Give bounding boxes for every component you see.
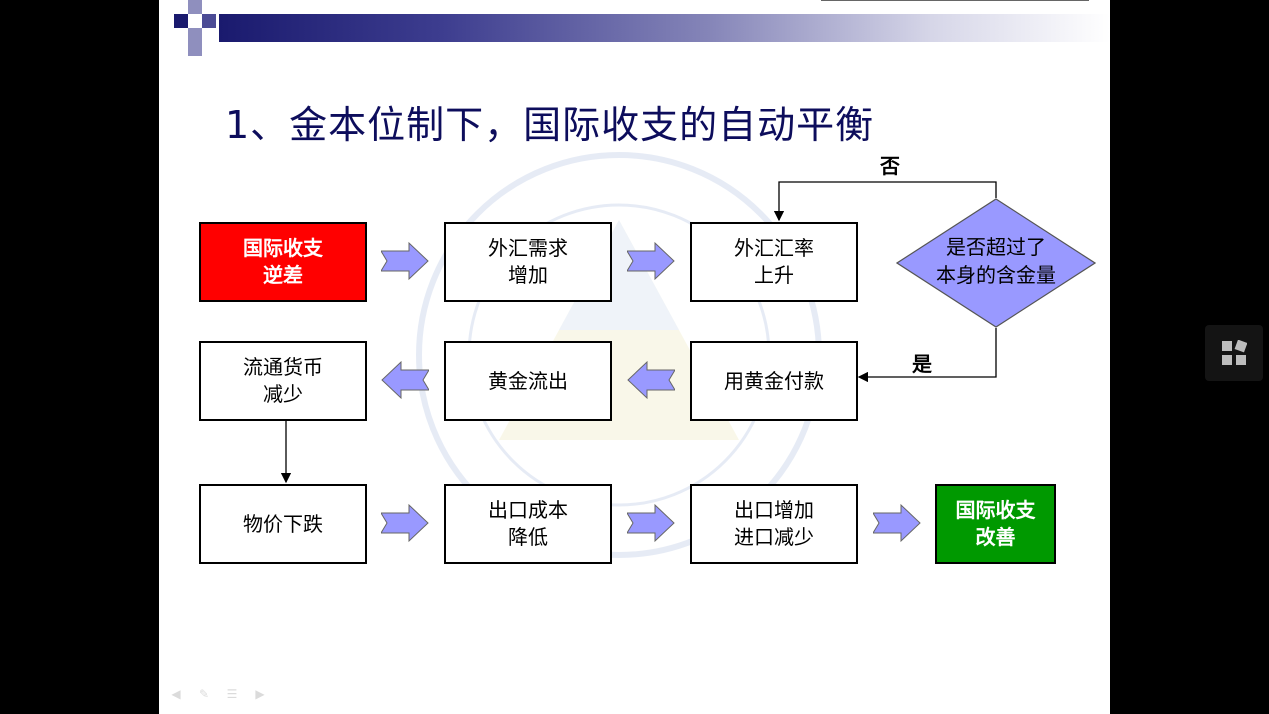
header-rule xyxy=(821,0,1089,1)
right-arrow-icon xyxy=(381,503,429,543)
no-label: 否 xyxy=(880,154,900,178)
decision-label: 是否超过了 本身的含金量 xyxy=(936,235,1056,287)
apps-grid-icon xyxy=(1222,340,1247,365)
logo-square xyxy=(188,42,202,56)
slide: 1、金本位制下，国际收支的自动平衡 国际收支 逆差 外汇需求 增加 外汇汇率 上… xyxy=(159,0,1110,714)
logo-square xyxy=(174,14,188,28)
right-arrow-icon xyxy=(627,241,675,281)
floating-apps-button[interactable] xyxy=(1205,325,1263,381)
flow-connectors xyxy=(280,181,997,484)
logo-square xyxy=(188,0,202,14)
yes-label: 是 xyxy=(912,352,932,376)
arrow-left-icon[interactable]: ◀ xyxy=(171,687,181,701)
flow-box: 出口成本 降低 xyxy=(444,484,612,564)
left-arrow-icon xyxy=(627,360,675,400)
flow-box: 黄金流出 xyxy=(444,341,612,421)
right-arrow-icon xyxy=(381,241,429,281)
arrow-right-icon[interactable]: ▶ xyxy=(255,687,265,701)
slideshow-controls: ◀ ✎ ☰ ▶ xyxy=(167,688,269,702)
no-branch-line xyxy=(773,181,997,222)
right-arrow-icon xyxy=(873,503,921,543)
logo-square xyxy=(202,14,216,28)
header-gradient-bar xyxy=(219,14,1110,42)
flow-box: 出口增加 进口减少 xyxy=(690,484,858,564)
decision-diamond xyxy=(896,198,1096,328)
pen-icon[interactable]: ✎ xyxy=(198,687,210,701)
right-arrow-icon xyxy=(627,503,675,543)
flow-box: 外汇汇率 上升 xyxy=(690,222,858,302)
left-arrow-icon xyxy=(381,360,429,400)
yes-branch-line xyxy=(857,328,997,383)
flow-box: 流通货币 减少 xyxy=(199,341,367,421)
flow-box: 外汇需求 增加 xyxy=(444,222,612,302)
page-title: 1、金本位制下，国际收支的自动平衡 xyxy=(225,103,875,147)
flow-box: 物价下跌 xyxy=(199,484,367,564)
flow-box-start: 国际收支 逆差 xyxy=(199,222,367,302)
flow-box-end: 国际收支 改善 xyxy=(935,484,1056,564)
flow-box: 用黄金付款 xyxy=(690,341,858,421)
logo-square xyxy=(188,28,202,42)
menu-icon[interactable]: ☰ xyxy=(226,687,238,701)
